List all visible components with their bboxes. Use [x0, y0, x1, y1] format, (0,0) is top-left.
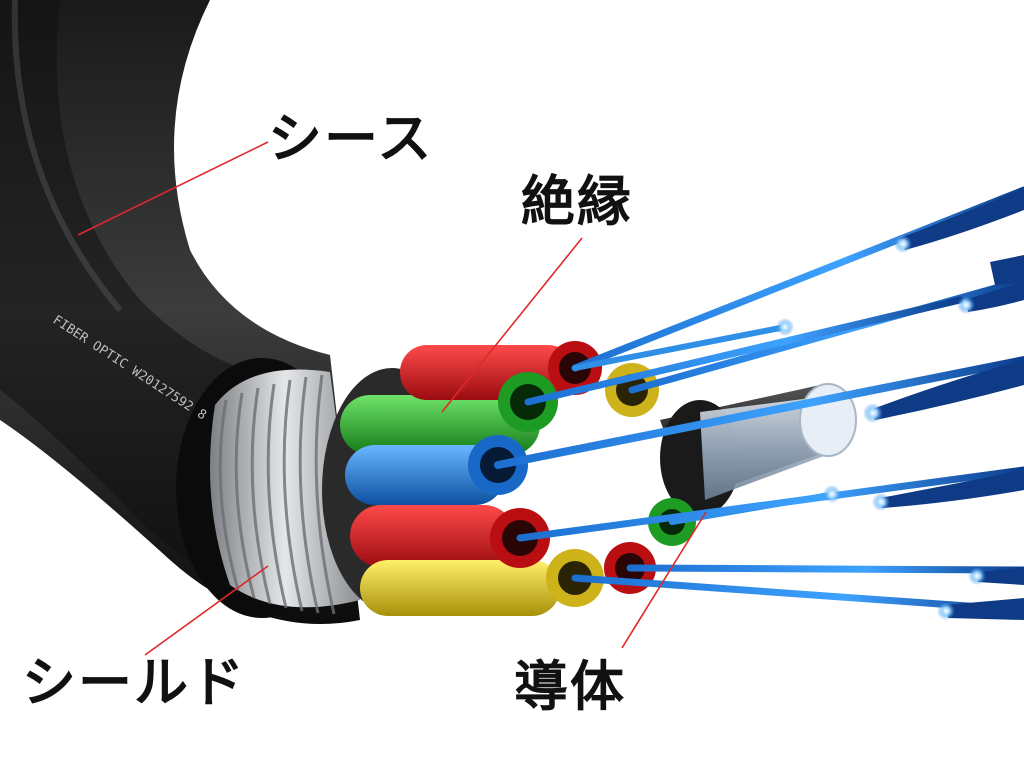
central-strength-member [660, 383, 857, 516]
label-sheath: シース [268, 107, 434, 170]
optical-fibers [494, 186, 1024, 620]
leader-line-sheath [77, 141, 269, 236]
leader-line-shield [144, 565, 269, 656]
label-insulation: 絶縁 [521, 170, 633, 233]
leader-lines [77, 141, 707, 656]
label-shield: シールド [22, 651, 246, 714]
label-conductor: 導体 [514, 655, 626, 718]
leader-line-conductor [621, 511, 707, 649]
leader-line-insulation [441, 237, 583, 413]
